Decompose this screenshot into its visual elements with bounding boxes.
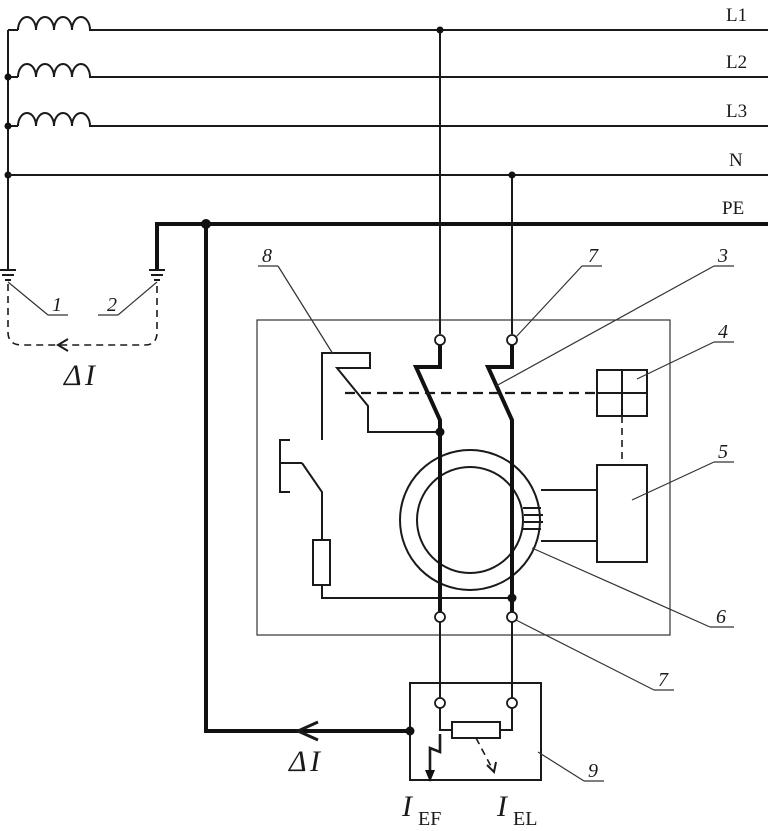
- supply-lines: [8, 29, 768, 270]
- callout-9: 9: [588, 760, 598, 782]
- terminal-l1-in: [434, 334, 446, 346]
- label-pe: PE: [722, 198, 744, 219]
- callout-4: 4: [718, 321, 728, 343]
- transformer-windings: [4, 16, 95, 270]
- load-box: [409, 682, 542, 782]
- label-l1: L1: [726, 5, 747, 26]
- pe-current-arrow: [294, 720, 319, 742]
- label-l3: L3: [726, 101, 747, 122]
- callout-7-top: 7: [588, 245, 599, 267]
- label-delta-i-left: I: [84, 359, 97, 392]
- current-transformer: [399, 449, 597, 591]
- amplifier-box: [596, 464, 648, 563]
- terminal-n-in: [506, 334, 518, 346]
- terminal-n-out: [506, 611, 518, 623]
- secondary-winding: [523, 507, 543, 530]
- callout-1: 1: [52, 294, 62, 316]
- load-resistor: [451, 721, 501, 739]
- rcd-housing: [256, 319, 671, 636]
- label-delta-symbol-bottom: Δ: [288, 745, 307, 778]
- terminal-l1-out: [434, 611, 446, 623]
- test-circuit: [279, 439, 512, 599]
- callout-5: 5: [718, 441, 728, 463]
- callout-2: 2: [107, 294, 117, 316]
- label-delta-i-bottom: I: [309, 745, 322, 778]
- label-iel-sub: EL: [513, 808, 537, 830]
- earth-electrodes: [0, 269, 165, 352]
- callout-7-bottom: 7: [658, 669, 669, 691]
- callout-6: 6: [716, 606, 726, 628]
- earth-fault-return-path: [7, 284, 158, 346]
- pe-to-load-conductor: [204, 224, 410, 733]
- callout-leaders: [258, 265, 734, 782]
- label-ief-sub: EF: [418, 808, 441, 830]
- callout-3: 3: [717, 245, 728, 267]
- arrow-left-earth: [56, 338, 69, 352]
- label-n: N: [729, 150, 743, 171]
- test-button: [279, 439, 290, 493]
- line-pe: [155, 222, 768, 270]
- label-l2: L2: [726, 52, 747, 73]
- fault-lightning: [428, 734, 442, 777]
- trip-latch: [321, 352, 440, 440]
- label-iel: I: [496, 790, 509, 823]
- label-delta-symbol-left: Δ: [63, 359, 82, 392]
- test-resistor: [312, 539, 331, 586]
- main-contacts: [412, 345, 514, 432]
- label-ief: I: [401, 790, 414, 823]
- callout-8: 8: [262, 245, 272, 267]
